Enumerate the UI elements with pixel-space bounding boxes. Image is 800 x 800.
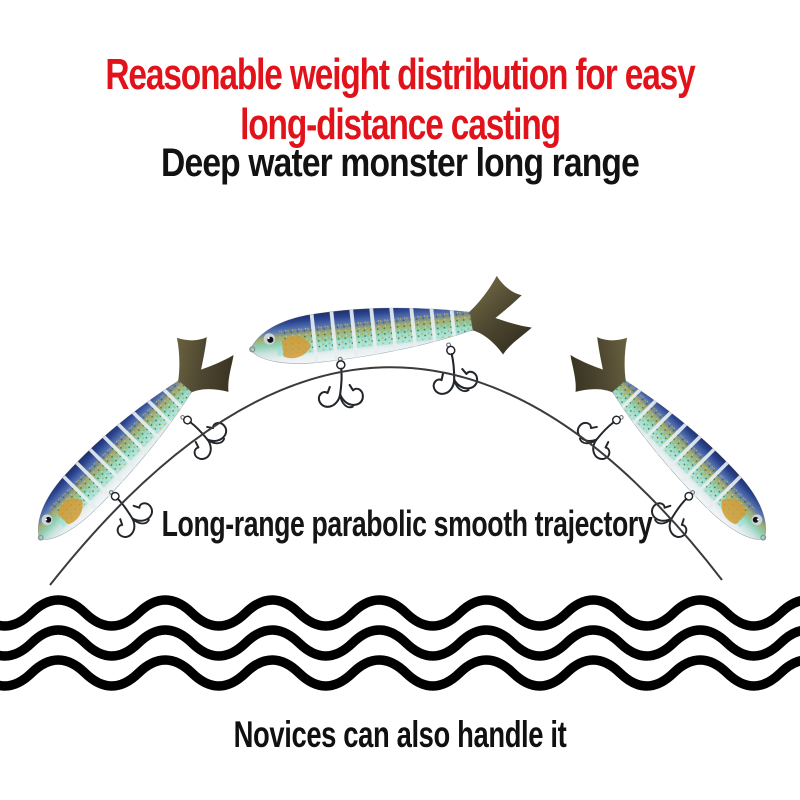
headline-line2: long-distance casting bbox=[240, 100, 561, 149]
water-waves-icon bbox=[0, 600, 800, 686]
footer-caption: Novices can also handle it bbox=[233, 714, 567, 755]
subheadline: Deep water monster long range bbox=[161, 141, 640, 185]
trajectory-arc bbox=[49, 366, 723, 586]
wave-line-1 bbox=[0, 600, 800, 626]
trajectory-caption: Long-range parabolic smooth trajectory bbox=[161, 503, 653, 544]
lure-image-center bbox=[245, 273, 538, 417]
headline-line1: Reasonable weight distribution for easy bbox=[105, 50, 695, 99]
wave-line-3 bbox=[0, 660, 800, 686]
headline: Reasonable weight distribution for easy … bbox=[96, 50, 704, 150]
wave-line-2 bbox=[0, 630, 800, 656]
